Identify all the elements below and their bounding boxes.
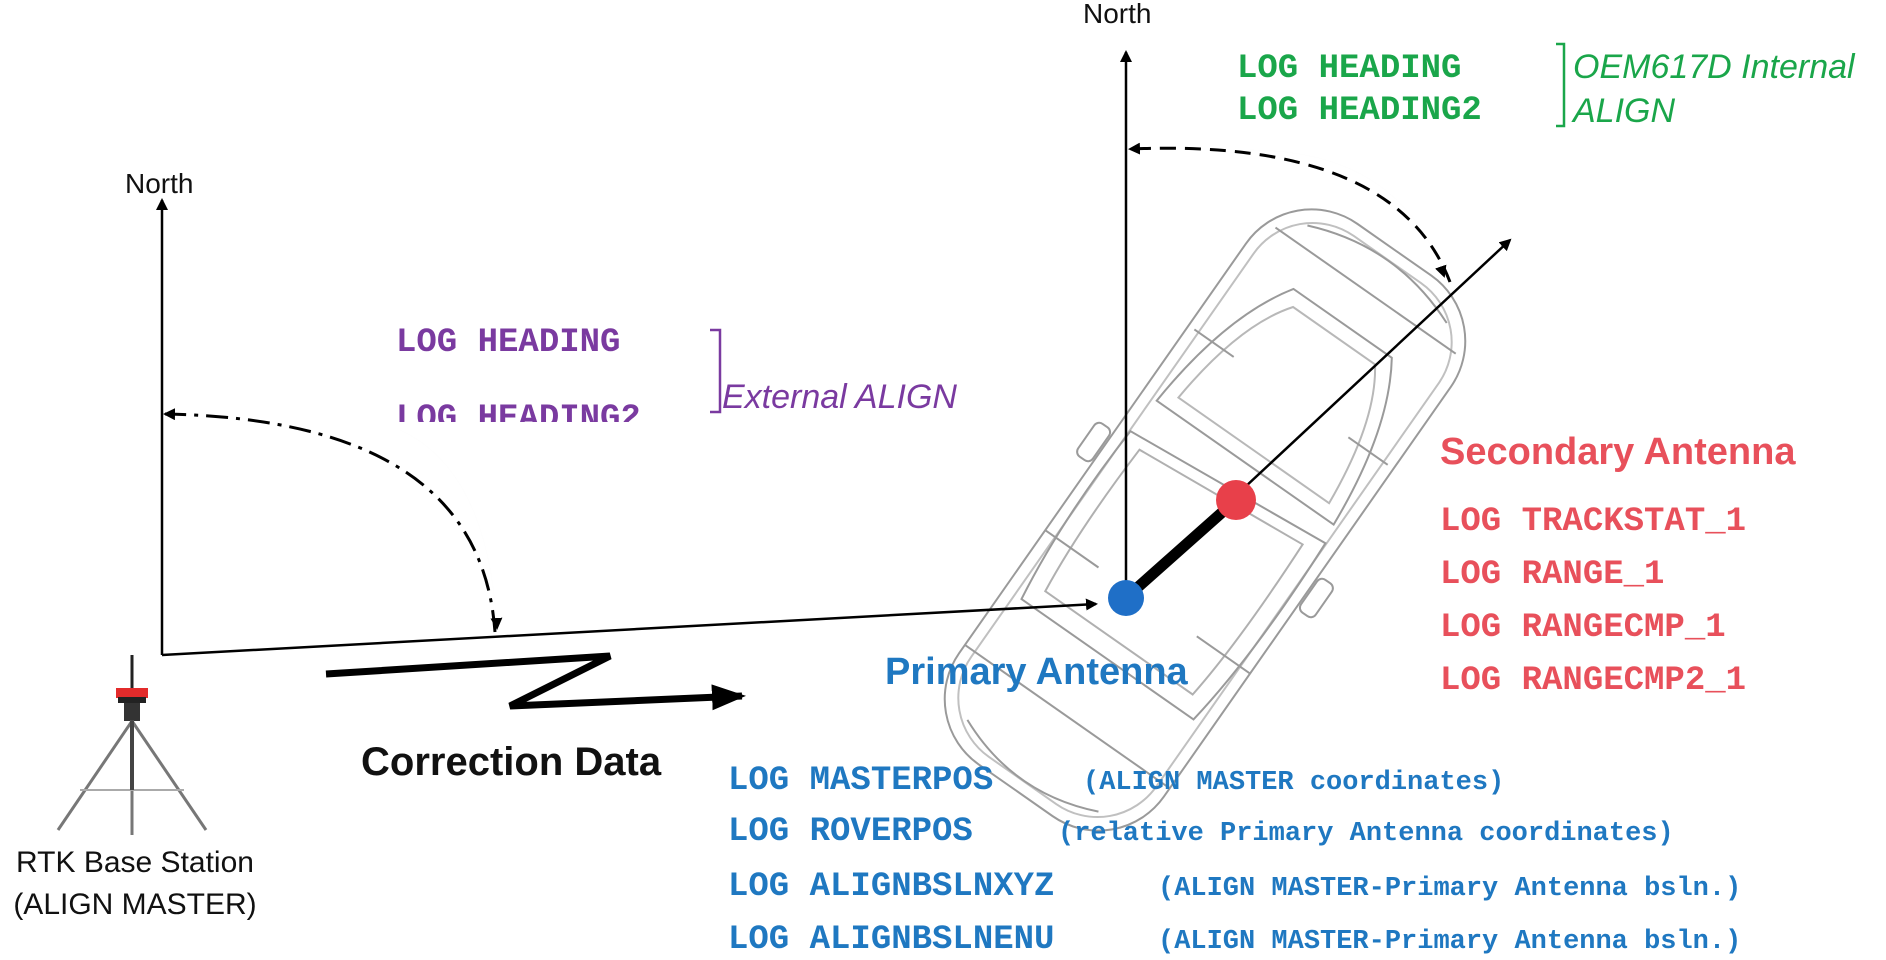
antenna-baseline: [1124, 495, 1240, 601]
north-label-right: North: [1083, 0, 1152, 29]
secondary-log-item: LOG RANGE_1: [1440, 556, 1665, 594]
primary-log-description: (relative Primary Antenna coordinates): [1058, 819, 1674, 849]
north-label-left: North: [125, 168, 194, 199]
secondary-log-item: LOG RANGECMP_1: [1440, 609, 1726, 647]
primary-log-command: LOG ROVERPOS: [728, 813, 973, 851]
external-log-heading2: LOG HEADING2: [396, 402, 641, 422]
secondary-antenna-dot: [1216, 480, 1256, 520]
primary-antenna-dot: [1108, 580, 1144, 616]
base-to-primary-vector: [161, 598, 1098, 657]
internal-log-heading2: LOG HEADING2: [1237, 92, 1482, 130]
secondary-antenna-label: Secondary Antenna: [1440, 431, 1796, 473]
primary-log-command: LOG ALIGNBSLNXYZ: [728, 868, 1055, 906]
primary-antenna-label: Primary Antenna: [885, 651, 1188, 693]
primary-log-command: LOG ALIGNBSLNENU: [728, 921, 1055, 959]
internal-log-heading: LOG HEADING: [1237, 50, 1462, 88]
base-station-label-line2: (ALIGN MASTER): [13, 888, 257, 921]
primary-log-description: (ALIGN MASTER coordinates): [1083, 768, 1505, 798]
tripod-base-station-icon: [56, 655, 208, 835]
internal-bracket: [1556, 42, 1566, 128]
heading-arc-internal: [1128, 142, 1452, 283]
primary-log-description: (ALIGN MASTER-Primary Antenna bsln.): [1158, 927, 1742, 957]
primary-log-command: LOG MASTERPOS: [728, 762, 994, 800]
base-station-label-line1: RTK Base Station: [16, 846, 254, 879]
correction-data-link-icon: [325, 652, 746, 711]
heading-arc-external: [163, 408, 497, 633]
internal-align-note-line1: OEM617D Internal: [1573, 48, 1855, 86]
secondary-log-item: LOG RANGECMP2_1: [1440, 662, 1747, 700]
external-log-heading2-clip: LOG HEADING2: [396, 402, 736, 422]
external-log-heading: LOG HEADING: [396, 324, 621, 362]
internal-align-note-line2: ALIGN: [1573, 92, 1676, 130]
car-top-view-icon: [943, 208, 1467, 832]
external-bracket: [710, 328, 722, 414]
external-align-note: External ALIGN: [722, 378, 957, 416]
correction-data-label: Correction Data: [361, 740, 662, 784]
primary-log-description: (ALIGN MASTER-Primary Antenna bsln.): [1158, 874, 1742, 904]
secondary-log-item: LOG TRACKSTAT_1: [1440, 503, 1747, 541]
